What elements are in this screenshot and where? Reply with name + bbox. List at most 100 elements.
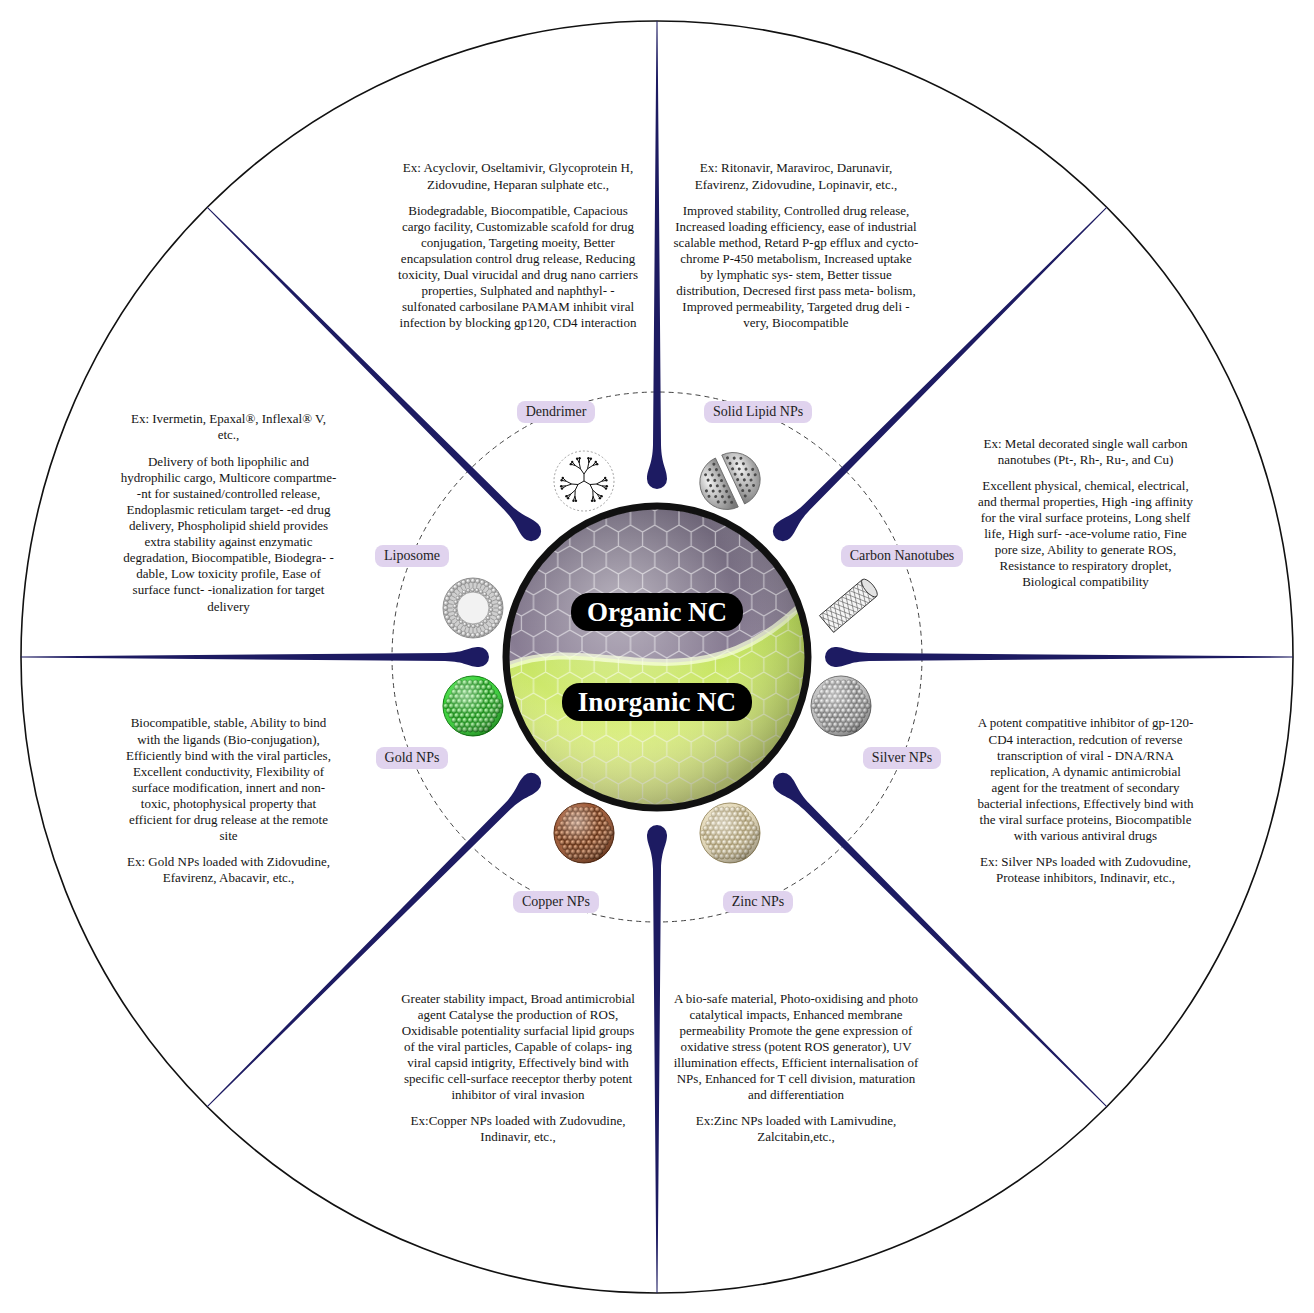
dendrimer-branch: [572, 484, 578, 485]
nanotube-lattice: [836, 594, 859, 619]
lipid-tail: [468, 584, 470, 588]
lipid-tail: [454, 592, 457, 595]
lipid-pore: [733, 472, 737, 476]
lipid-tail: [457, 624, 460, 627]
category-label: Liposome: [375, 545, 449, 567]
dendrimer-end: [567, 497, 569, 499]
lipid-pore: [728, 461, 732, 465]
dendrimer-end: [565, 495, 567, 497]
lipid-head: [459, 620, 463, 624]
dendrimer-end: [591, 500, 593, 502]
lipid-tail: [489, 592, 492, 595]
lipid-head: [479, 590, 483, 594]
dendrimer-end: [590, 457, 592, 459]
lipid-tail: [473, 583, 474, 587]
lipid-head: [453, 609, 457, 613]
nanotube-lattice: [840, 591, 863, 616]
category-label: Zinc NPs: [723, 891, 794, 913]
particle-body: [443, 676, 503, 736]
dendrimer-end: [560, 479, 562, 481]
lipid-head: [445, 615, 450, 620]
lipid-pore: [709, 484, 713, 488]
sector-node: Zinc NPsA bio-safe material, Photo-oxidi…: [671, 935, 921, 1201]
dendrimer-end: [605, 479, 607, 481]
dendrimer-end: [593, 500, 595, 502]
dendrimer-branch: [571, 490, 575, 494]
lipid-head: [488, 599, 492, 603]
pill-holder: Inorganic NC: [562, 683, 752, 721]
lipid-pore: [710, 473, 714, 477]
example-text: Ex:Zinc NPs loaded with Lamivudine, Zalc…: [673, 1113, 919, 1145]
lipid-head: [480, 631, 485, 636]
divider-spikes: [21, 21, 1293, 1293]
center-sphere: [505, 505, 809, 809]
lipid-tail: [473, 629, 474, 633]
lipid-pore: [736, 478, 740, 482]
nanotube-lattice: [819, 616, 832, 632]
lipid-head: [471, 578, 476, 583]
lipid-tail: [457, 589, 460, 592]
dendrimer-end: [575, 500, 577, 502]
sphere-ring: [506, 506, 808, 808]
dendrimer-end: [560, 485, 562, 487]
lipid-tail: [493, 603, 497, 605]
dendrimer-branch: [580, 469, 584, 474]
dendrimer-shell: [554, 451, 614, 511]
particle-icon: [443, 676, 503, 736]
lipid-tail: [468, 628, 470, 632]
dendrimer-branch: [584, 474, 585, 481]
nanotube-end: [859, 577, 880, 600]
pill-holder: Solid Lipid NPs: [704, 401, 812, 423]
lipid-tail: [486, 624, 489, 627]
lipid-head: [484, 629, 489, 634]
lipid-tail: [449, 603, 453, 605]
lipid-tail: [452, 618, 456, 620]
outer-ring: [21, 21, 1293, 1293]
dendrimer-end: [576, 457, 578, 459]
sector-node: Carbon NanotubesExcellent physical, chem…: [975, 383, 1196, 643]
dendrimer-end: [604, 477, 606, 479]
spike: [647, 825, 667, 1293]
lipid-head: [489, 604, 493, 608]
lipid-pore: [740, 472, 744, 476]
pill-holder: Gold NPs: [376, 747, 449, 769]
lipid-tail: [491, 596, 495, 598]
dendrimer-branch: [566, 484, 571, 486]
lipid-pore: [732, 456, 736, 460]
lipid-tail: [492, 600, 496, 601]
dendrimer-branch: [578, 481, 584, 485]
lipid-head: [480, 580, 485, 585]
spike: [21, 647, 489, 667]
dendrimer-end: [606, 485, 608, 487]
lipid-pore: [723, 500, 727, 504]
dendrimer-branch: [588, 466, 593, 469]
lipid-head: [444, 601, 449, 606]
dendrimer-end: [587, 457, 589, 459]
lipid-head: [476, 624, 480, 628]
lipid-head: [494, 592, 499, 597]
lipid-head: [480, 622, 484, 626]
dendrimer-end: [571, 461, 573, 463]
lipid-head: [496, 596, 501, 601]
nanotube-lattice: [819, 609, 842, 633]
example-text: Ex: Ritonavir, Maraviroc, Darunavir, Efa…: [673, 160, 919, 192]
lipid-pore: [745, 483, 749, 487]
dendrimer-end: [600, 495, 602, 497]
lipid-pore: [712, 462, 716, 466]
lipid-half: [722, 444, 769, 504]
dendrimer-branch: [596, 481, 601, 484]
lipid-pore: [747, 473, 751, 477]
liposome-body: [443, 578, 503, 638]
particle-icon: [700, 803, 760, 863]
example-text: Ex: Gold NPs loaded with Zidovudine, Efa…: [120, 854, 337, 886]
dendrimer-branch: [590, 484, 596, 485]
lipid-pore: [704, 473, 708, 477]
lipid-head: [471, 588, 475, 592]
dendrimer-branch: [592, 490, 593, 496]
lipid-head: [471, 633, 476, 638]
lipid-pore: [726, 456, 730, 460]
category-label: Dendrimer: [517, 401, 596, 423]
lipid-tail: [448, 608, 452, 609]
lipid-tail: [465, 627, 466, 631]
lipid-tail: [461, 626, 463, 630]
